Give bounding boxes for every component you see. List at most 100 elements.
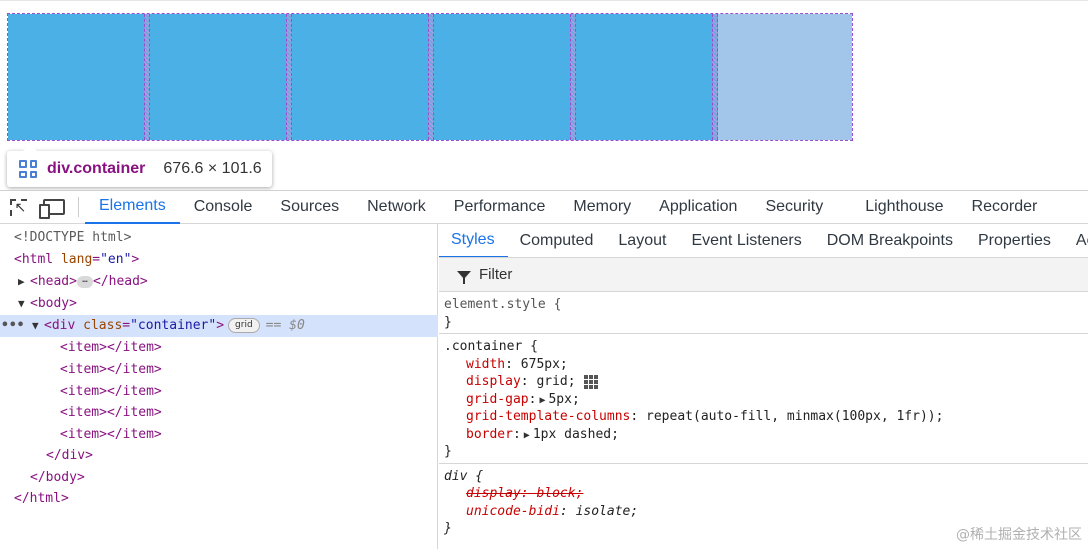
dom-node-div-close[interactable]: </div>: [0, 445, 438, 467]
tab-performance[interactable]: Performance: [453, 198, 546, 215]
grid-badge[interactable]: grid: [228, 318, 260, 333]
tab-event-listeners[interactable]: Event Listeners: [691, 231, 802, 249]
body-close-tag: </body>: [30, 470, 85, 485]
expand-arrow-icon[interactable]: ▶: [18, 275, 25, 288]
tab-elements[interactable]: Elements: [85, 191, 180, 224]
filter-placeholder: Filter: [479, 266, 513, 283]
body-open-tag: <body>: [30, 296, 77, 311]
grid-gap: [144, 14, 150, 140]
dom-node-html[interactable]: <html lang="en">: [14, 252, 140, 267]
filter-icon: [457, 270, 471, 284]
item-tag: <item></item>: [60, 340, 162, 355]
grid-icon: [19, 160, 37, 178]
dom-node-doctype[interactable]: <!DOCTYPE html>: [0, 227, 438, 249]
rule-selector: div {: [444, 468, 484, 484]
style-property[interactable]: grid-template-columns: repeat(auto-fill,…: [466, 409, 944, 424]
grid-gap: [712, 14, 718, 140]
tab-console[interactable]: Console: [193, 198, 253, 215]
rule-container[interactable]: .container { width: 675px; display: grid…: [439, 334, 1088, 464]
tab-network[interactable]: Network: [367, 198, 426, 215]
grid-editor-icon[interactable]: [583, 374, 598, 389]
dom-node-body-close[interactable]: </body>: [0, 467, 438, 489]
property-name: border: [466, 426, 513, 442]
grid-gap: [570, 14, 576, 140]
property-value: 1px dashed;: [532, 426, 619, 442]
item-tag: <item></item>: [60, 427, 162, 442]
dom-node-html-close[interactable]: </html>: [0, 488, 438, 510]
tab-security[interactable]: Security: [765, 198, 824, 215]
rule-close: }: [444, 314, 452, 330]
collapse-arrow-icon[interactable]: ▼: [32, 319, 39, 332]
class-value: "container": [130, 318, 217, 333]
tab-computed[interactable]: Computed: [519, 231, 594, 249]
property-name: width: [466, 356, 506, 372]
property-name: unicode-bidi: [466, 503, 560, 519]
style-property-overridden: display: block;: [466, 486, 584, 501]
dom-node-item[interactable]: <item></item>: [0, 381, 438, 403]
devtools-tab-bar: Elements Console Sources Network Perform…: [0, 191, 1088, 224]
dom-node-body[interactable]: ▼ <body>: [0, 293, 438, 315]
lang-value: "en": [100, 252, 132, 267]
sidebar-tab-bar: Styles Computed Layout Event Listeners D…: [439, 224, 1088, 258]
expand-triangle-icon[interactable]: ▶: [523, 429, 530, 441]
tab-dom-breakpoints[interactable]: DOM Breakpoints: [826, 231, 953, 249]
property-name: display: [466, 374, 521, 389]
rule-selector: .container {: [444, 339, 538, 354]
styles-filter[interactable]: Filter: [439, 258, 1088, 292]
expand-triangle-icon[interactable]: ▶: [539, 394, 546, 406]
tab-memory[interactable]: Memory: [573, 198, 632, 215]
lang-attr: lang: [60, 252, 93, 267]
tab-properties[interactable]: Properties: [978, 231, 1051, 249]
property-value: grid;: [536, 374, 576, 389]
rule-element-style[interactable]: element.style { }: [439, 292, 1088, 334]
more-options-icon[interactable]: •••: [1, 318, 25, 333]
tab-lighthouse[interactable]: Lighthouse: [865, 198, 944, 215]
property-name: grid-template-columns: [466, 409, 631, 424]
dom-node-item[interactable]: <item></item>: [0, 337, 438, 359]
class-attr: class: [83, 318, 123, 333]
dom-node-item[interactable]: <item></item>: [0, 424, 438, 446]
dom-node-item[interactable]: <item></item>: [0, 402, 438, 424]
grid-cell: [150, 14, 286, 140]
dom-node-div-container[interactable]: ••• ▼<div class="container">grid== $0: [0, 315, 438, 337]
device-mode-icon: [39, 199, 65, 219]
tab-recorder[interactable]: Recorder: [971, 198, 1038, 215]
grid-cell: [434, 14, 570, 140]
style-property[interactable]: border:▶1px dashed;: [466, 426, 619, 442]
property-value: isolate;: [575, 503, 639, 519]
tooltip-element-name: div.container: [47, 160, 146, 177]
style-property[interactable]: display: grid;: [444, 373, 1088, 391]
div-close-tag: </div>: [46, 448, 93, 463]
dom-node-head[interactable]: ▶<head>…</head>: [0, 271, 438, 293]
watermark: @稀土掘金技术社区: [956, 527, 1082, 543]
grid-cell: [292, 14, 428, 140]
grid-cell: [576, 14, 712, 140]
html-close-tag: </html>: [14, 491, 69, 506]
style-property: unicode-bidi: isolate;: [466, 503, 639, 519]
tooltip-element-size: 676.6 × 101.6: [163, 160, 262, 177]
tab-sources[interactable]: Sources: [280, 198, 340, 215]
style-property[interactable]: grid-gap:▶5px;: [466, 391, 580, 407]
grid-overlay: [7, 13, 853, 141]
style-property[interactable]: width: 675px;: [466, 356, 568, 372]
toolbar-divider: [78, 197, 79, 217]
ellipsis-icon[interactable]: …: [76, 275, 93, 288]
item-tag: <item></item>: [60, 384, 162, 399]
inspect-element-button[interactable]: [0, 191, 36, 224]
html-tag: <html: [14, 252, 54, 267]
tab-layout[interactable]: Layout: [618, 231, 667, 249]
dom-node-item[interactable]: <item></item>: [0, 359, 438, 381]
tab-accessibility[interactable]: Ac: [1075, 231, 1088, 249]
device-toolbar-button[interactable]: [36, 191, 72, 224]
page-viewport: div.container 676.6 × 101.6: [0, 0, 1088, 190]
property-name: grid-gap: [466, 391, 529, 407]
inspect-tooltip: div.container 676.6 × 101.6: [7, 144, 272, 187]
collapse-arrow-icon[interactable]: ▼: [18, 297, 25, 310]
property-name: display: [466, 486, 521, 501]
rule-div-useragent[interactable]: div { display: block; unicode-bidi: isol…: [439, 464, 1088, 540]
rule-close: }: [444, 444, 452, 459]
style-rules: element.style { } .container { width: 67…: [439, 292, 1088, 540]
tab-styles[interactable]: Styles: [439, 224, 508, 257]
tab-application[interactable]: Application: [659, 198, 738, 215]
styles-pane: Styles Computed Layout Event Listeners D…: [439, 224, 1088, 549]
